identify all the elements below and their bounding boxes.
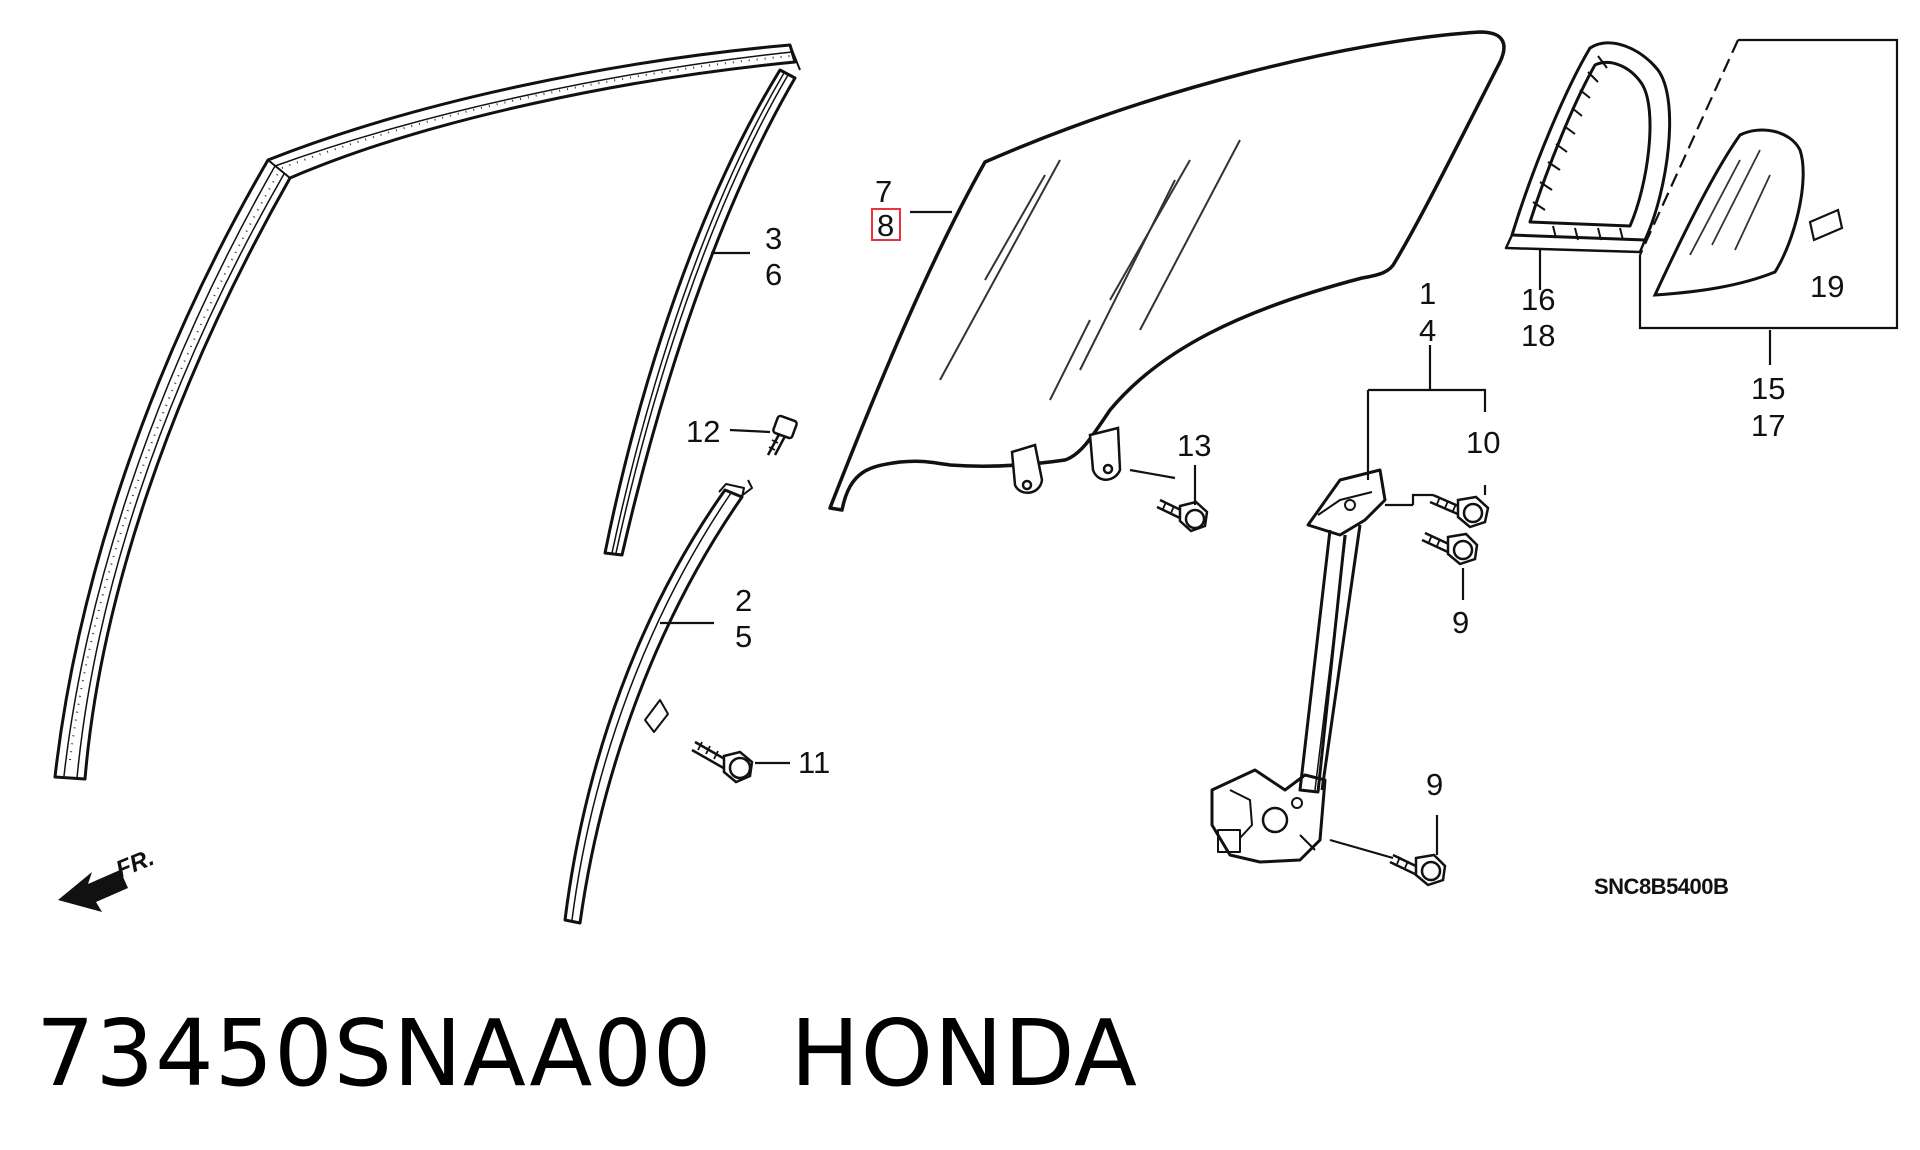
callout-19: 19	[1810, 269, 1844, 304]
callout-9-lower: 9	[1426, 767, 1443, 802]
callout-18: 18	[1521, 318, 1555, 353]
diagram-code: SNC8B5400B	[1594, 874, 1728, 899]
callout-6: 6	[765, 257, 782, 292]
highlight-box	[871, 208, 901, 241]
bolt-9-upper	[1421, 531, 1479, 566]
arrow-left-icon	[58, 870, 128, 912]
quarter-glass-seal	[1504, 41, 1672, 254]
part-number: 73450SNAA00	[36, 1000, 713, 1107]
front-arrow: FR.	[58, 844, 158, 912]
callout-3: 3	[765, 221, 782, 256]
callout-16: 16	[1521, 282, 1555, 317]
leader-lines	[660, 210, 1772, 860]
window-regulator	[1210, 468, 1387, 864]
callout-15: 15	[1751, 371, 1785, 406]
callout-5: 5	[735, 619, 752, 654]
callout-9-upper: 9	[1452, 605, 1469, 640]
callout-11: 11	[798, 745, 830, 780]
run-channel-upper	[603, 68, 797, 557]
quarter-glass-assembly	[1638, 38, 1899, 360]
bolt-9-lower	[1389, 853, 1447, 887]
glass-brackets	[1010, 426, 1122, 494]
callout-8: 8	[877, 208, 894, 243]
footer-caption: 73450SNAA00 HONDA	[36, 1000, 1138, 1107]
callout-2: 2	[735, 583, 752, 618]
callout-7: 7	[875, 174, 892, 209]
callout-10: 10	[1466, 425, 1500, 460]
door-glass	[828, 30, 1506, 512]
callout-13: 13	[1177, 428, 1211, 463]
brand-name: HONDA	[790, 1000, 1138, 1107]
callouts: 7 8 3 6 12 2 5 11 13 1 4 10 9 9 16 18 19…	[686, 174, 1844, 802]
front-label: FR.	[112, 844, 158, 884]
bolt-12	[766, 414, 798, 456]
callout-12: 12	[686, 414, 720, 449]
door-weatherstrip	[53, 43, 801, 781]
callout-17: 17	[1751, 408, 1785, 443]
callout-4: 4	[1419, 313, 1436, 348]
bolt-11	[691, 740, 754, 784]
bolt-10	[1429, 493, 1490, 529]
callout-1: 1	[1419, 276, 1436, 311]
bolt-13	[1156, 498, 1209, 533]
front-channel	[563, 479, 753, 925]
